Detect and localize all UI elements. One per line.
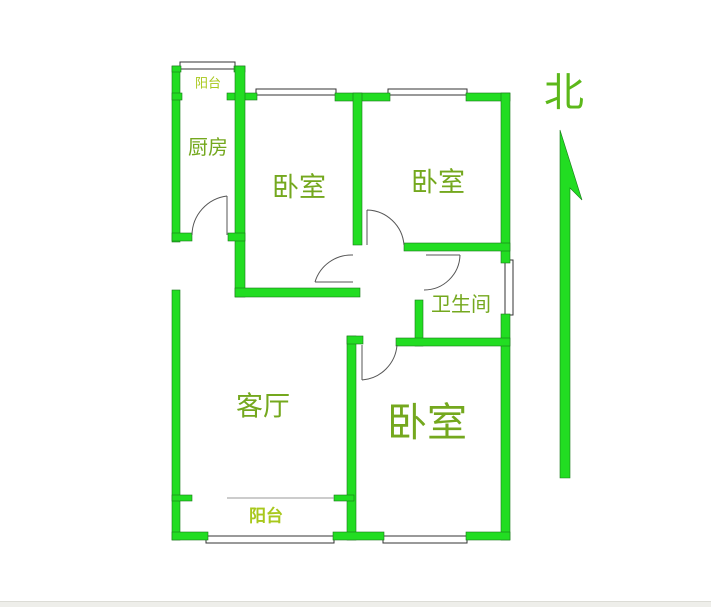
bottom-strip	[0, 601, 711, 607]
room-label-balcony-bottom: 阳台	[249, 506, 283, 527]
windows	[179, 61, 514, 544]
room-label-kitchen: 厨房	[188, 135, 228, 159]
doors	[191, 195, 461, 499]
walls	[171, 65, 511, 541]
room-label-bedroom-1: 卧室	[272, 172, 326, 204]
room-label-bedroom-2: 卧室	[411, 167, 465, 199]
room-label-bedroom-3: 卧室	[387, 400, 467, 446]
north-label: 北	[544, 70, 584, 116]
room-label-living-room: 客厅	[236, 391, 290, 423]
room-label-bathroom: 卫生间	[431, 292, 491, 316]
room-label-balcony-top: 阳台	[194, 76, 222, 92]
north-arrow-icon	[559, 129, 583, 479]
